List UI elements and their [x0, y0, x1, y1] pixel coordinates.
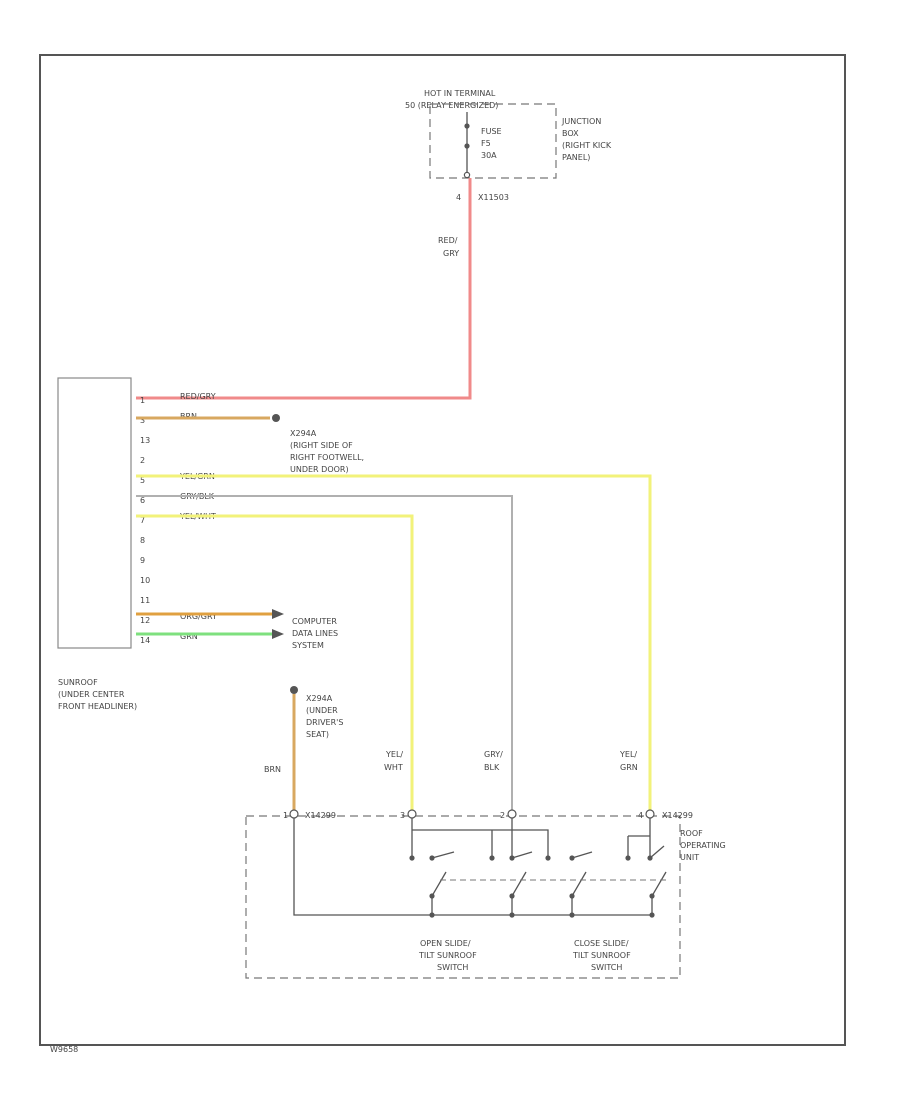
sunroof-pin-number: 14 [140, 636, 150, 645]
switch-contacts-upper [409, 845, 665, 861]
sunroof-pin-number: 5 [140, 476, 145, 485]
roof-unit-pin4-terminal [645, 809, 655, 819]
data-line-arrow-2 [272, 629, 284, 639]
wire-yel-grn-label2: GRN [620, 763, 638, 772]
data-line-arrow-1 [272, 609, 284, 619]
computer-line1: COMPUTER [292, 617, 337, 626]
power-pin: 4 [456, 193, 461, 202]
wire-gry-blk-label1: GRY/ [484, 750, 503, 759]
ground-driver-seat-terminal [290, 686, 298, 694]
close-switch-line3: SWITCH [591, 963, 622, 972]
fuse-label: FUSE [481, 127, 502, 136]
fuse-mid-terminal [464, 143, 470, 149]
ground2-wire-label: BRN [264, 765, 281, 774]
wire-red-gry [136, 178, 472, 400]
roof-operating-unit-outline [245, 815, 681, 979]
fuse-rating: 30A [481, 151, 497, 160]
sunroof-pin-number: 11 [140, 596, 150, 605]
close-switch-line2: TILT SUNROOF [572, 951, 631, 960]
sunroof-pin-number: 1 [140, 396, 145, 405]
diagram-frame [39, 54, 846, 1046]
ground1-line1: X294A [290, 429, 317, 438]
power-connector: X11503 [478, 193, 509, 202]
wire-gry-blk-label2: BLK [484, 763, 500, 772]
fuse-top-terminal [464, 123, 470, 129]
open-switch-line2: TILT SUNROOF [418, 951, 477, 960]
junction-box-outline [429, 103, 557, 179]
power-header-line2: 50 (RELAY ENERGIZED) [405, 101, 498, 110]
sunroof-pin-number: 8 [140, 536, 145, 545]
roof-unit-label-line3: UNIT [680, 853, 699, 862]
wire-yel-grn-label1: YEL/ [619, 750, 637, 759]
sunroof-pin-number: 6 [140, 496, 145, 505]
roof-unit-pin3: 3 [400, 811, 405, 820]
sunroof-pin-number: 9 [140, 556, 145, 565]
ground1-line4: UNDER DOOR) [290, 465, 349, 474]
sunroof-pin-number: 13 [140, 436, 150, 445]
wire-gry-blk [136, 495, 513, 810]
wire-yel-wht [136, 514, 414, 810]
sunroof-label-line2: (UNDER CENTER [58, 690, 125, 699]
roof-unit-pin1-terminal [289, 809, 299, 819]
sunroof-pin-number: 10 [140, 576, 150, 585]
wire-red-gry-label1: RED/ [438, 236, 458, 245]
junction-box-line1: JUNCTION [561, 117, 601, 126]
open-switch-line1: OPEN SLIDE/ [420, 939, 471, 948]
roof-unit-internal-wiring [293, 818, 653, 916]
ground2-line2: (UNDER [306, 706, 338, 715]
open-switch-line3: SWITCH [437, 963, 468, 972]
fuse-bottom-terminal [463, 171, 471, 179]
roof-unit-pin1: 1 [283, 811, 288, 820]
junction-box-line2: BOX [562, 129, 579, 138]
roof-unit-pin4: 4 [638, 811, 643, 820]
ground2-line4: SEAT) [306, 730, 329, 739]
ground1-line3: RIGHT FOOTWELL, [290, 453, 364, 462]
sunroof-label-line3: FRONT HEADLINER) [58, 702, 137, 711]
wire-red-gry-label2: GRY [443, 249, 459, 258]
sunroof-pin-wire-label: ORG/GRY [180, 612, 217, 621]
fuse-number: F5 [481, 139, 491, 148]
wire-yel-grn [136, 474, 652, 810]
ground2-line3: DRIVER'S [306, 718, 343, 727]
diagram-code: W9658 [50, 1045, 78, 1054]
roof-unit-connector-right: X14299 [662, 811, 693, 820]
wire-yel-wht-label1: YEL/ [385, 750, 403, 759]
roof-unit-connector-left: X14299 [305, 811, 336, 820]
roof-unit-pin2: 2 [500, 811, 505, 820]
wire-yel-wht-label2: WHT [384, 763, 403, 772]
computer-line2: DATA LINES [292, 629, 338, 638]
sunroof-pin-number: 2 [140, 456, 145, 465]
sunroof-pin-number: 12 [140, 616, 150, 625]
sunroof-pin-number: 7 [140, 516, 145, 525]
sunroof-pin-wire-label: GRN [180, 632, 198, 641]
roof-unit-pin2-terminal [507, 809, 517, 819]
close-switch-line1: CLOSE SLIDE/ [574, 939, 629, 948]
switch-contacts-lower [429, 871, 667, 918]
ground-x294a-terminal [272, 414, 280, 422]
sunroof-pin-wire-label: RED/GRY [180, 392, 216, 401]
sunroof-module-box [57, 377, 132, 649]
sunroof-pin-number: 3 [140, 416, 145, 425]
junction-box-line3: (RIGHT KICK [562, 141, 612, 150]
junction-box-line4: PANEL) [562, 153, 590, 162]
roof-unit-pin3-terminal [407, 809, 417, 819]
ground2-line1: X294A [306, 694, 333, 703]
power-header-line1: HOT IN TERMINAL [424, 89, 496, 98]
sunroof-label-line1: SUNROOF [58, 678, 98, 687]
ground1-line2: (RIGHT SIDE OF [290, 441, 353, 450]
computer-line3: SYSTEM [292, 641, 324, 650]
roof-unit-label-line2: OPERATING [680, 841, 726, 850]
roof-unit-label-line1: ROOF [680, 829, 703, 838]
